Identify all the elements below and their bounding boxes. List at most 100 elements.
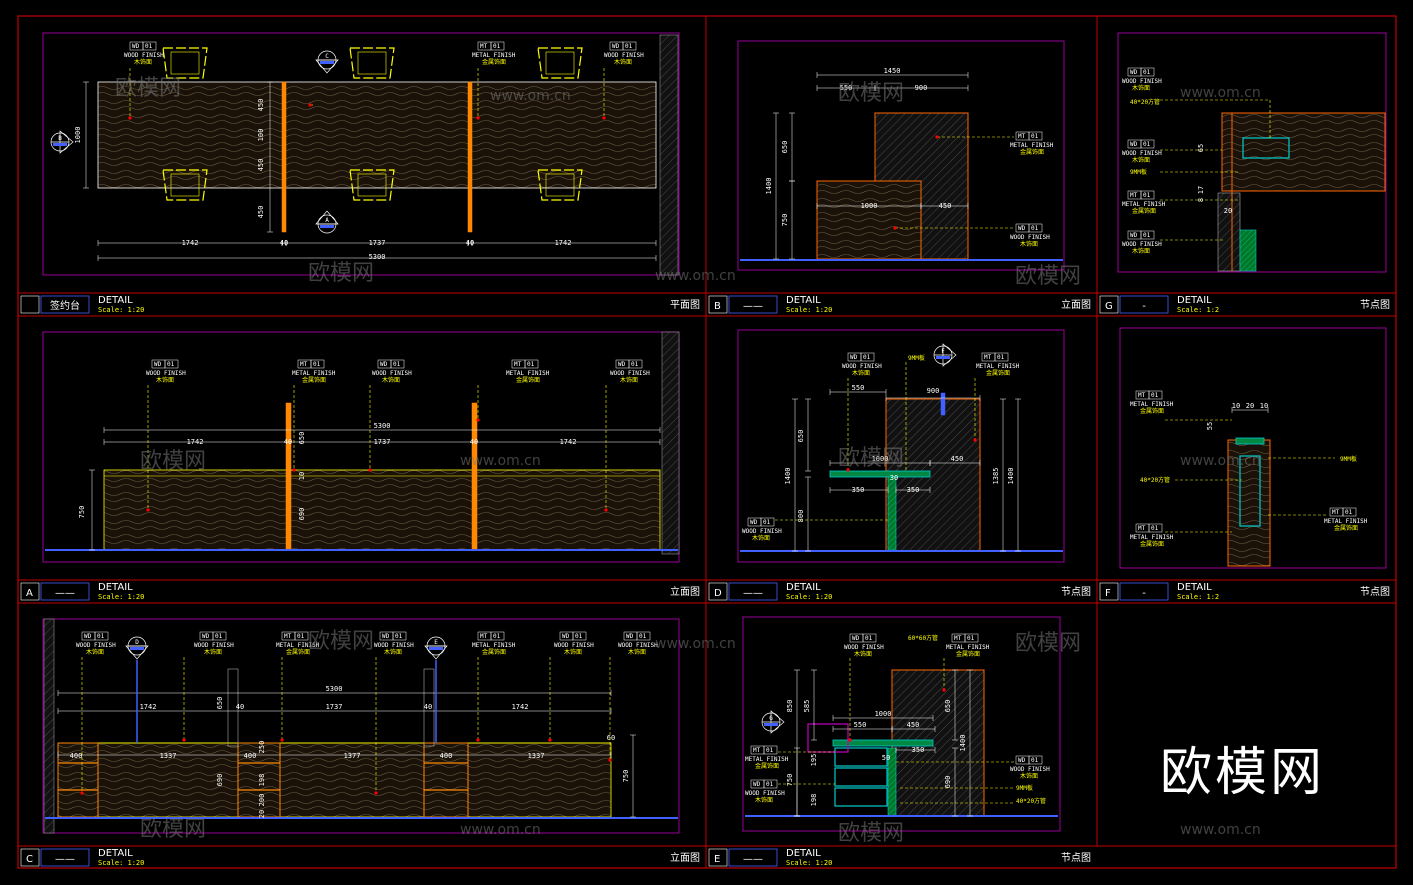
tag-cn: 木饰面: [384, 648, 402, 656]
tag-code: WD: [202, 633, 210, 640]
c-desk: [57, 742, 612, 818]
dim-a-650: 650: [298, 432, 306, 445]
tag-code: WD: [84, 633, 92, 640]
title-type: 节点图: [1360, 299, 1390, 311]
dim-plan-450b: 450: [257, 159, 265, 172]
dim-plan-1742a: 1742: [182, 239, 199, 247]
tag-code: MT: [1332, 509, 1340, 516]
dim-b-750: 750: [781, 214, 789, 227]
e-steel2-label: 40*20方管: [1016, 797, 1046, 805]
dim-g-8: 8: [1197, 198, 1205, 202]
tag-cn: 木饰面: [1020, 240, 1038, 248]
tag-code: MT: [300, 361, 308, 368]
tag-name: METAL FINISH: [745, 756, 789, 763]
title-type: 立面图: [670, 851, 700, 864]
title-tag: ——: [743, 301, 763, 312]
title-letter: E: [714, 854, 720, 865]
watermark-text-1: 欧模网: [838, 81, 904, 106]
marker-fill: [320, 61, 334, 64]
tag-num-box: [1028, 131, 1043, 141]
dim-c-60: 60: [607, 734, 615, 742]
title-scale: Scale: 1:20: [98, 306, 144, 314]
title-scale: Scale: 1:20: [786, 306, 832, 314]
a-wall: [661, 331, 680, 555]
tag-num-box: [1148, 523, 1163, 533]
b-lower-block: [816, 180, 922, 260]
tag-num-box: [310, 359, 325, 369]
tag-name: WOOD FINISH: [745, 790, 785, 797]
title-letter: G: [1105, 301, 1113, 312]
dim-c-400c: 400: [440, 752, 453, 760]
dim-c-1377: 1377: [344, 752, 361, 760]
e-drawer-1: [834, 767, 888, 787]
tag-name: METAL FINISH: [1130, 534, 1174, 541]
desk-top: [97, 81, 657, 189]
title-type: 节点图: [1061, 852, 1091, 864]
dim-d-800: 800: [797, 510, 805, 523]
tag-num-box: [628, 359, 643, 369]
leader-dot: [846, 468, 850, 472]
tag-num: 01: [493, 633, 501, 640]
tag-num-box: [763, 779, 778, 789]
tag-name: WOOD FINISH: [1122, 241, 1162, 248]
tag-cn: 金属饰面: [1020, 148, 1044, 156]
leader-dot: [476, 418, 480, 422]
dim-a-40b: 40: [470, 438, 478, 446]
dim-plan-40b: 40: [466, 239, 474, 247]
tag-name: METAL FINISH: [1010, 142, 1054, 149]
leader-dot: [604, 508, 608, 512]
marker-letter: B: [58, 135, 62, 142]
tag-code: WD: [1018, 757, 1026, 764]
tag-cn: 木饰面: [1020, 772, 1038, 780]
a-divider-1: [285, 402, 292, 551]
dim-e-750: 750: [786, 774, 794, 787]
tag-name: WOOD FINISH: [618, 642, 658, 649]
title-scale: Scale: 1:20: [786, 593, 832, 601]
dim-g-65: 65: [1197, 144, 1205, 152]
dim-e-585: 585: [803, 700, 811, 713]
dim-d-1000: 1000: [872, 455, 889, 463]
tag-num: 01: [575, 633, 583, 640]
title-detail: DETAIL: [98, 582, 133, 593]
title-tag-box: [40, 848, 90, 867]
d-board-label: 9MM板: [908, 354, 925, 362]
dim-c-250: 250: [258, 741, 266, 754]
dim-d-1400: 1400: [784, 468, 792, 485]
dim-f-55: 55: [1206, 422, 1214, 430]
tag-num: 01: [766, 747, 774, 754]
dim-a-750: 750: [78, 506, 86, 519]
title-tag-box: [40, 582, 90, 601]
chair-seat: [162, 169, 208, 201]
dim-d-550: 550: [852, 384, 865, 392]
tag-code: WD: [1018, 225, 1026, 232]
leader-dot: [935, 135, 939, 139]
tag-num: 01: [1031, 225, 1039, 232]
title-letter-box: [1099, 582, 1119, 601]
g-post: [1217, 192, 1241, 272]
dim-a-1742b: 1742: [560, 438, 577, 446]
tag-cn: 木饰面: [854, 650, 872, 658]
watermark-url-3: www.om.cn: [460, 453, 541, 469]
section-marker: F: [933, 343, 957, 367]
tag-num-box: [1342, 507, 1357, 517]
dim-c-1337a: 1337: [160, 752, 177, 760]
f-panel: [1227, 439, 1271, 567]
dim-c-5300: 5300: [326, 685, 343, 693]
tag-num: 01: [1031, 757, 1039, 764]
tag-num-box: [636, 631, 651, 641]
dim-d-1385: 1385: [992, 468, 1000, 485]
tag-num-box: [760, 517, 775, 527]
tag-num-box: [212, 631, 227, 641]
dim-b-900: 900: [915, 84, 928, 92]
tag-num: 01: [527, 361, 535, 368]
dim-a-5300: 5300: [374, 422, 391, 430]
title-tag-box: [1119, 295, 1169, 314]
chair-seat: [162, 47, 208, 79]
tag-cn: 金属饰面: [1140, 540, 1164, 548]
